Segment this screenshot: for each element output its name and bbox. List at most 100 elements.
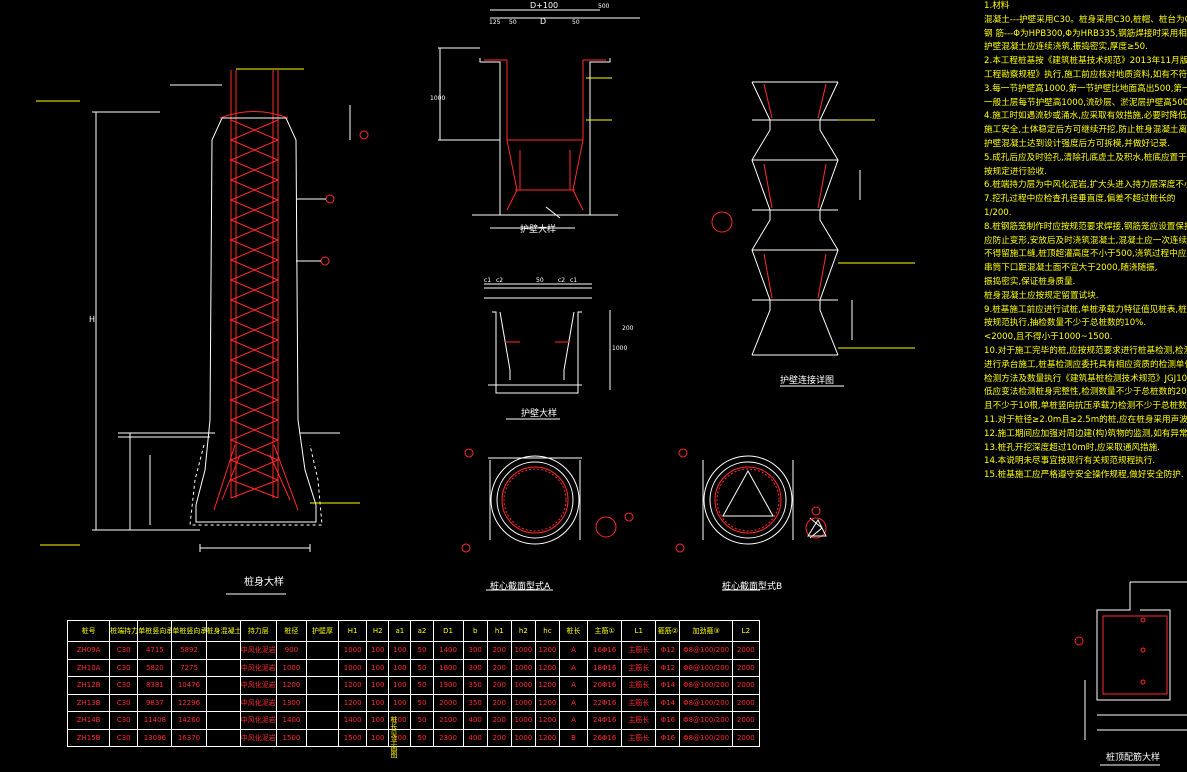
table-cell: 1000 bbox=[510, 676, 536, 695]
note-line: 1/200. bbox=[984, 207, 1012, 218]
note-line: 串筒下口距混凝土面不宜大于2000,随浇随振, bbox=[984, 263, 1158, 274]
table-cell: 400 bbox=[462, 728, 488, 747]
table-cell bbox=[205, 728, 241, 747]
table-cell: 24Φ16 bbox=[587, 711, 623, 730]
table-header-cell: H1 bbox=[338, 620, 368, 642]
table-cell: 1200 bbox=[534, 693, 561, 712]
table-cell: 200 bbox=[486, 658, 512, 677]
table-header-cell: 单桩竖向承载力特征值(kN) bbox=[137, 620, 173, 642]
table-cell: 中风化泥岩 bbox=[239, 693, 277, 712]
table-header-cell: 桩身混凝土强度等级 bbox=[205, 620, 241, 642]
table-cell: 100 bbox=[388, 676, 412, 695]
note-line: 1.材料 bbox=[984, 1, 1010, 11]
table-cell: 100 bbox=[388, 693, 412, 712]
note-line: 9.桩基施工前应进行试桩,单桩承载力特征值见桩表,桩身完整性检测 bbox=[984, 304, 1187, 315]
table-cell bbox=[305, 693, 340, 712]
dim-c2a: c2 bbox=[496, 277, 503, 284]
table-header-cell: hc bbox=[534, 620, 561, 642]
table-cell: 100 bbox=[366, 658, 390, 677]
table-header-cell: 桩长 bbox=[558, 620, 589, 642]
note-line: 且不少于10根,单桩竖向抗压承载力检测不少于总桩数的1%. bbox=[984, 401, 1187, 412]
table-cell: 1200 bbox=[534, 641, 561, 660]
table-cell: A bbox=[558, 658, 589, 677]
note-line: 低应变法检测桩身完整性,检测数量不少于总桩数的20%, bbox=[984, 387, 1187, 398]
table-cell: ZH10A bbox=[67, 658, 111, 677]
table-cell: A bbox=[558, 676, 589, 695]
section-a bbox=[461, 448, 634, 591]
table-cell: 1000 bbox=[338, 658, 368, 677]
title-lock-ring: 护壁大样 bbox=[520, 223, 556, 235]
table-cell: C30 bbox=[109, 641, 139, 660]
table-cell: C30 bbox=[109, 658, 139, 677]
table-cell: 1000 bbox=[510, 711, 536, 730]
table-cell: 1200 bbox=[534, 711, 561, 730]
table-cell: 1900 bbox=[432, 676, 464, 695]
table-cell: 主筋长 bbox=[621, 676, 657, 695]
note-line: 5.成孔后应及时验孔,清除孔底虚土及积水,桩底应置于持力层, bbox=[984, 152, 1187, 163]
table-cell: 100 bbox=[388, 658, 412, 677]
table-cell: 1500 bbox=[338, 728, 368, 747]
dim-125: 125 bbox=[489, 19, 501, 26]
dim-c1a: c1 bbox=[484, 277, 491, 284]
table-cell: 200 bbox=[486, 711, 512, 730]
note-line: 检测方法及数量执行《建筑基桩检测技术规范》JGJ106-2014, bbox=[984, 373, 1187, 384]
table-header-cell: H2 bbox=[366, 620, 390, 642]
table-cell: Φ12 bbox=[655, 641, 681, 660]
table-header-cell: 持力层 bbox=[239, 620, 277, 642]
table-cell: 2100 bbox=[432, 711, 464, 730]
note-line: 6.桩端持力层为中风化泥岩,扩大头进入持力层深度不小于设计要求. bbox=[984, 180, 1187, 191]
dim-c2b: c2 bbox=[558, 277, 565, 284]
table-cell: 350 bbox=[462, 676, 488, 695]
table-cell: 7275 bbox=[171, 658, 207, 677]
note-line: 10.对于施工完毕的桩,应按规范要求进行桩基检测,检测合格后方可 bbox=[984, 345, 1187, 356]
title-section-b: 桩心截面型式B bbox=[722, 580, 782, 592]
title-section-a: 桩心截面型式A bbox=[490, 580, 551, 592]
table-cell: 主筋长 bbox=[621, 641, 657, 660]
table-cell: 22Φ16 bbox=[587, 693, 623, 712]
table-cell: C30 bbox=[109, 711, 139, 730]
table-cell bbox=[305, 711, 340, 730]
note-line: 8.桩钢筋笼制作时应按规范要求焊接,钢筋笼应设置保护层垫块,吊装时 bbox=[984, 221, 1187, 232]
table-cell: 主筋长 bbox=[621, 711, 657, 730]
drawing-labels: 桩身大样 护壁大样 护壁大样 桩心截面型式A 桩心截面型式B 护壁连接详图 桩顶… bbox=[89, 1, 1160, 763]
table-cell: 100 bbox=[388, 641, 412, 660]
note-line: 护壁混凝土应连续浇筑,振捣密实,厚度≥50. bbox=[984, 42, 1148, 53]
table-cell: 1500 bbox=[275, 728, 307, 747]
pile-length-note: 桩长见平面图 bbox=[390, 716, 398, 758]
table-cell: 1000 bbox=[510, 693, 536, 712]
table-header-cell: 桩端持力层 bbox=[109, 620, 139, 642]
table-cell: Φ16 bbox=[655, 728, 681, 747]
note-line: 按规范执行,抽检数量不少于总桩数的10%. bbox=[984, 318, 1147, 329]
pile-schedule-table: 桩号桩端持力层单桩竖向承载力特征值(kN)单桩竖向承载力设计值(kN)桩身混凝土… bbox=[67, 620, 760, 772]
note-line: 3.每一节护壁高1000,第一节护壁比地面高出500,第一节护壁应加设锁口, bbox=[984, 83, 1187, 94]
table-cell bbox=[205, 711, 241, 730]
table-cell: B bbox=[558, 728, 589, 747]
title-wall-ring: 护壁大样 bbox=[521, 407, 557, 419]
note-line: 工程勘察规程》执行,施工前应核对地质资料,如有不符应及时通知设计. bbox=[984, 69, 1187, 80]
table-cell: 1000 bbox=[510, 728, 536, 747]
dim-1000b: 1000 bbox=[612, 345, 627, 352]
table-cell: 1300 bbox=[275, 693, 307, 712]
table-cell: 1200 bbox=[275, 676, 307, 695]
table-cell: ZH12B bbox=[67, 676, 111, 695]
table-cell: 4715 bbox=[137, 641, 173, 660]
table-cell: 中风化泥岩 bbox=[239, 658, 277, 677]
table-cell: 8381 bbox=[137, 676, 173, 695]
table-header-cell: a1 bbox=[388, 620, 412, 642]
wall-ring-detail bbox=[484, 283, 611, 420]
table-cell: 1400 bbox=[432, 641, 464, 660]
table-cell: 50 bbox=[410, 711, 434, 730]
table-cell: 1000 bbox=[275, 658, 307, 677]
table-cell: C30 bbox=[109, 693, 139, 712]
table-cell: 主筋长 bbox=[621, 693, 657, 712]
table-header-cell: b bbox=[462, 620, 488, 642]
note-line: 施工安全,土体稳定后方可继续开挖,防止桩身混凝土离析. bbox=[984, 125, 1187, 136]
table-cell: 2000 bbox=[731, 711, 760, 730]
table-header-cell: 加劲箍③ bbox=[679, 620, 733, 642]
note-line: 钢 筋---Φ为HPB300,Φ为HRB335,钢筋焊接时采用相应焊条 bbox=[984, 28, 1187, 39]
title-pile-detail: 桩身大样 bbox=[244, 575, 284, 588]
table-cell: 中风化泥岩 bbox=[239, 641, 277, 660]
